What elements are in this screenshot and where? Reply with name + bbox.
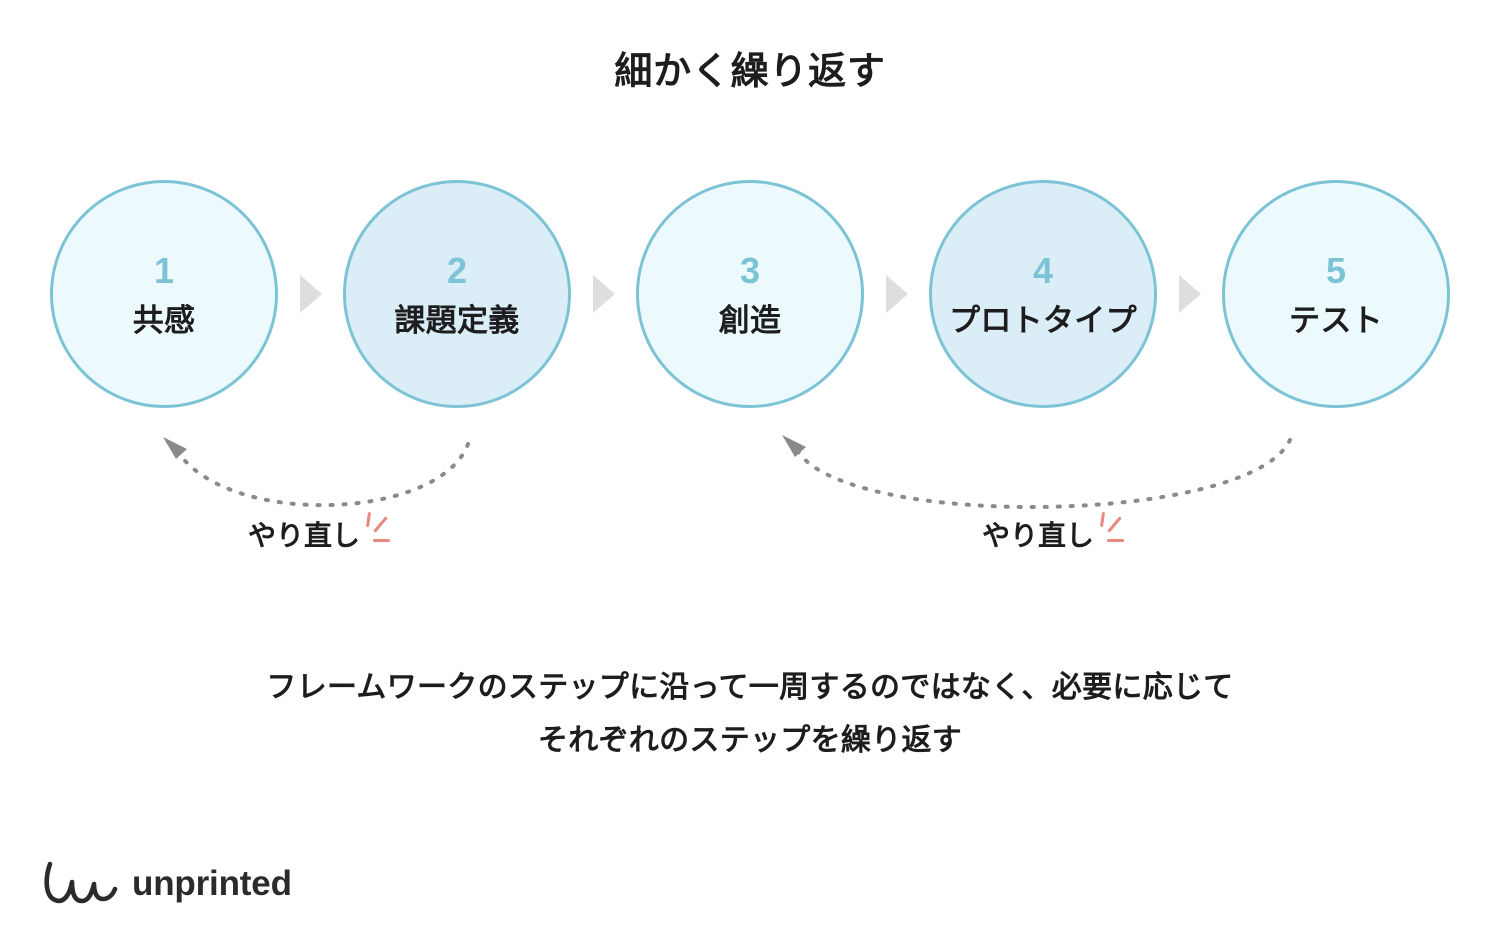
redo-label-2: やり直し [982, 511, 1130, 551]
step-label-3: 創造 [718, 302, 782, 338]
redo-label-1-text: やり直し [248, 520, 361, 551]
page-title: 細かく繰り返す [614, 51, 886, 93]
process-steps: 1 共感 2 課題定義 3 創造 4 プロトタイプ 5 テスト [50, 178, 1450, 410]
brand-logo: unprinted [42, 856, 292, 910]
step-number-4: 4 [1032, 249, 1054, 291]
chevron-right-icon-3 [885, 275, 908, 313]
step-circle-1[interactable]: 1 共感 [50, 180, 278, 408]
spark-icon-2 [1096, 511, 1130, 546]
step-circle-2[interactable]: 2 課題定義 [343, 180, 571, 408]
loop-arrow-path-2 [795, 438, 1292, 510]
step-label-5: テスト [1289, 302, 1383, 338]
step-number-3: 3 [739, 249, 761, 291]
chevron-right-icon-2 [592, 275, 615, 313]
step-circle-5[interactable]: 5 テスト [1222, 180, 1450, 408]
loop-arrowhead-2 [782, 435, 806, 457]
loop-arrow-path-1 [176, 442, 470, 508]
unprinted-mark-icon [44, 861, 118, 904]
step-number-1: 1 [153, 249, 175, 291]
step-label-4: プロトタイプ [949, 302, 1137, 338]
step-label-1: 共感 [132, 302, 196, 338]
caption: フレームワークのステップに沿って一周するのではなく、必要に応じて それぞれのステ… [0, 662, 1500, 767]
caption-line-2: それぞれのステップを繰り返す [537, 723, 963, 757]
spark-icon-1 [362, 511, 396, 546]
loop-arrowhead-1 [163, 437, 187, 459]
step-circle-4[interactable]: 4 プロトタイプ [929, 180, 1157, 408]
step-label-2: 課題定義 [394, 302, 520, 338]
caption-line-1: フレームワークのステップに沿って一周するのではなく、必要に応じて [266, 671, 1234, 704]
brand-wordmark: unprinted [132, 863, 292, 903]
step-circle-3[interactable]: 3 創造 [636, 180, 864, 408]
chevron-right-icon-1 [299, 275, 322, 313]
step-number-2: 2 [446, 249, 468, 291]
redo-label-2-text: やり直し [982, 520, 1095, 551]
chevron-right-icon-4 [1178, 275, 1201, 313]
step-number-5: 5 [1325, 249, 1347, 291]
redo-label-1: やり直し [248, 511, 396, 551]
